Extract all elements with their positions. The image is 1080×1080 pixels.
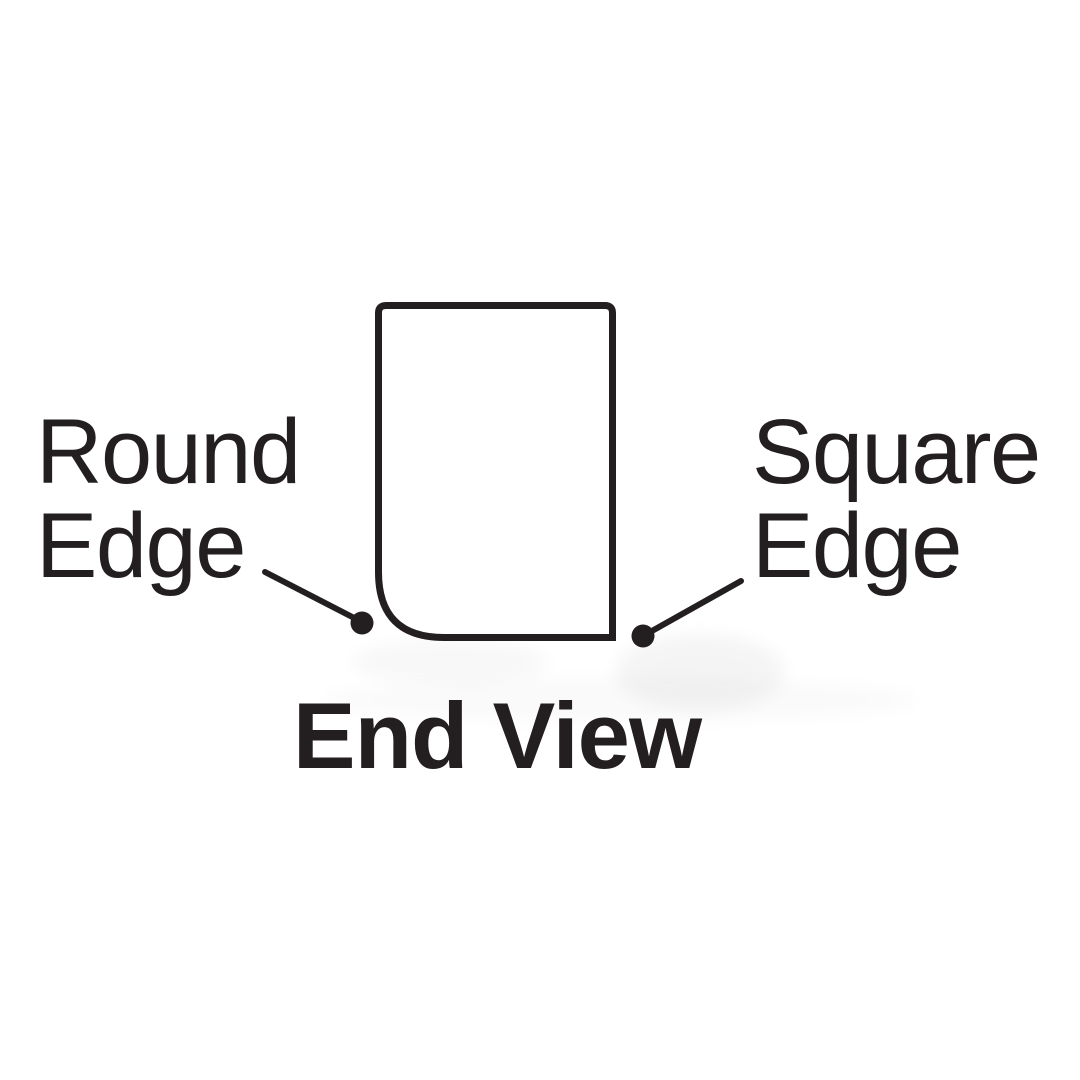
background-shadow-smudges — [350, 634, 785, 710]
round-edge-leader-line — [262, 569, 365, 625]
square-edge-label: Square Edge — [752, 401, 1041, 597]
shadow-smudge — [615, 634, 785, 710]
square-edge-leader-line — [640, 578, 744, 639]
shadow-smudge — [350, 640, 550, 684]
square-edge-callout-dot-icon — [631, 624, 655, 648]
round-edge-callout-dot-icon — [350, 611, 374, 635]
board-profile-shape — [375, 302, 616, 641]
round-edge-label: Round Edge — [36, 401, 301, 597]
end-view-caption: End View — [292, 683, 702, 788]
